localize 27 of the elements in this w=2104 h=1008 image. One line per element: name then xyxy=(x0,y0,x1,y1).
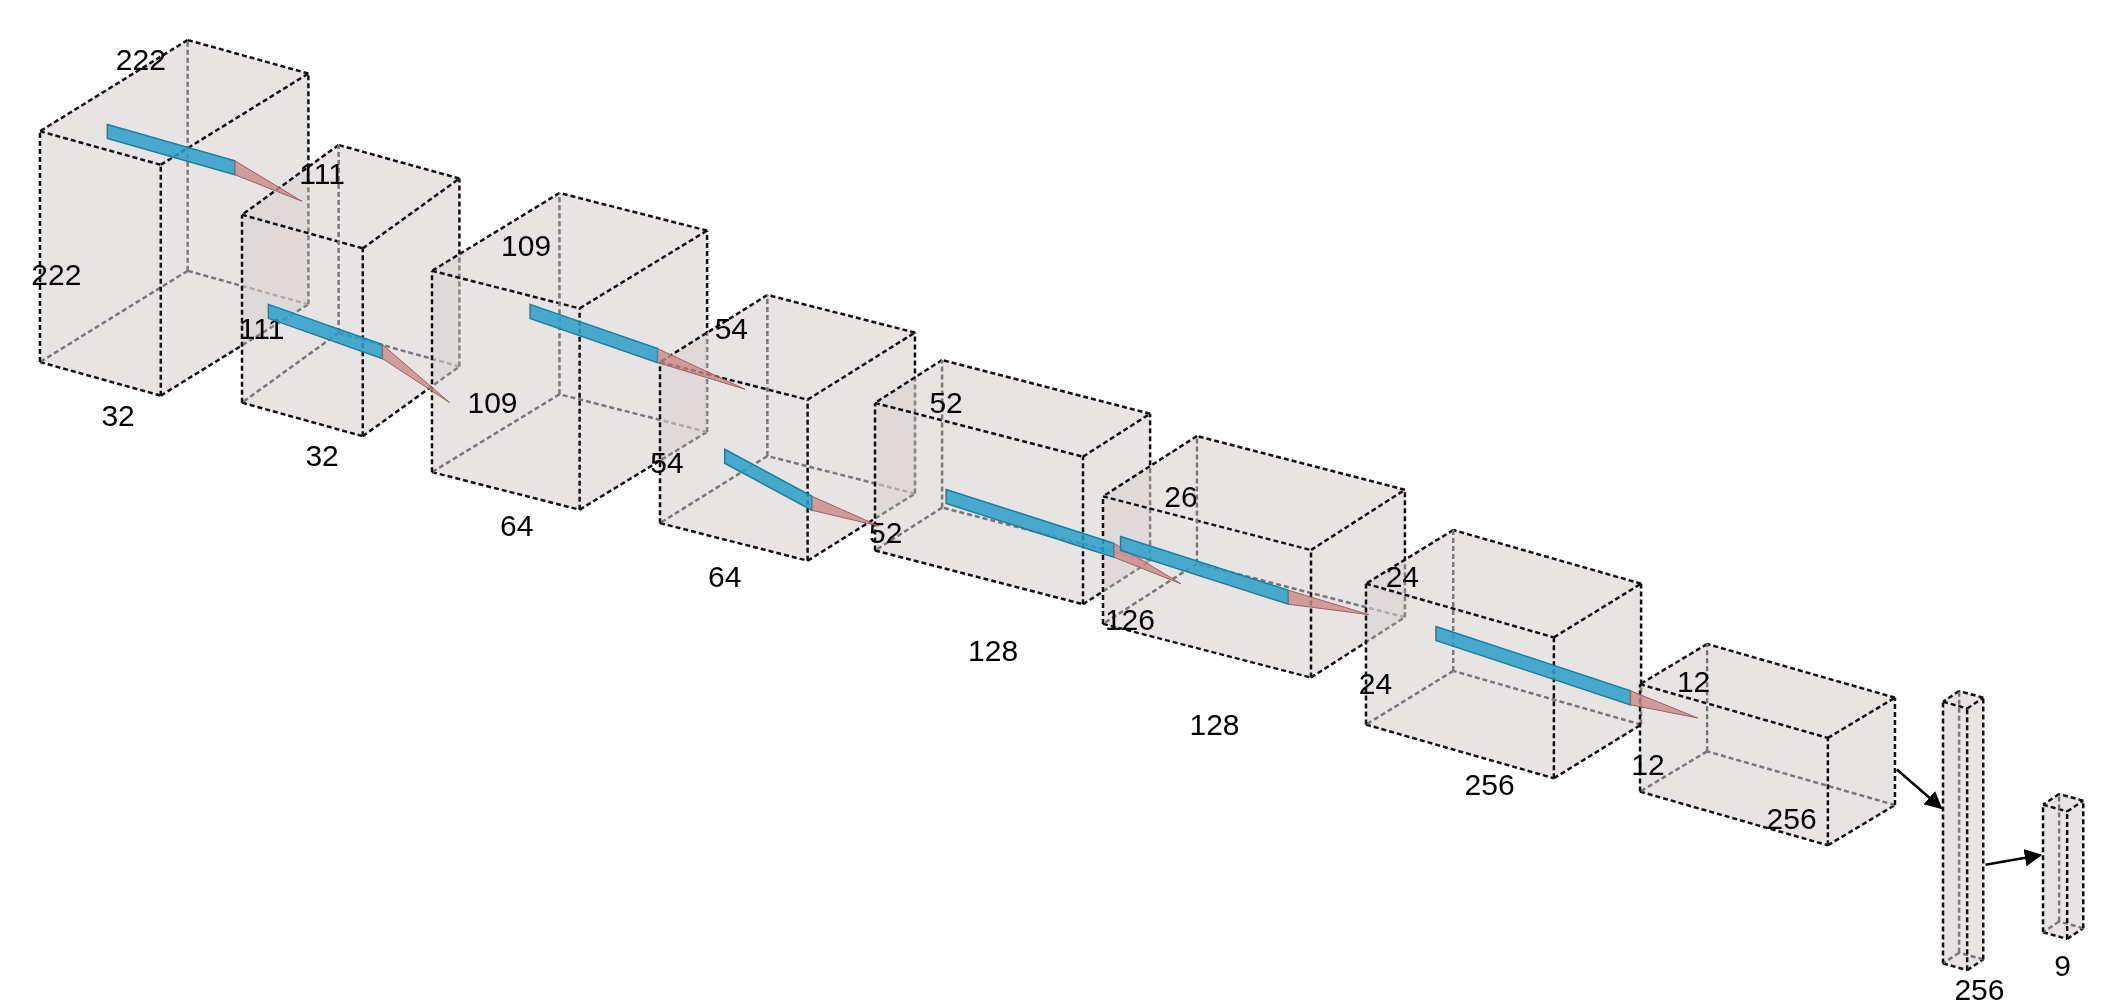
dimension-label: 9 xyxy=(2054,951,2071,982)
dimension-label: 54 xyxy=(650,448,684,478)
dimension-label: 111 xyxy=(238,313,285,344)
dimension-label: 64 xyxy=(707,562,742,593)
dimension-label: 256 xyxy=(1464,770,1515,801)
arrow xyxy=(1896,768,1943,810)
dimension-label: 128 xyxy=(1189,709,1240,740)
dimension-label: 54 xyxy=(714,313,749,344)
dimension-label: 126 xyxy=(1104,605,1155,635)
dimension-label: 64 xyxy=(499,511,534,542)
dimension-label: 52 xyxy=(869,517,903,548)
dimension-label: 256 xyxy=(1766,803,1817,834)
arrow xyxy=(1985,849,2043,867)
dimension-label: 256 xyxy=(1954,975,2005,1006)
dimension-label: 109 xyxy=(467,387,518,418)
dimension-label: 222 xyxy=(31,260,82,291)
dimension-label: 32 xyxy=(305,441,339,472)
dimension-label: 26 xyxy=(1164,481,1198,512)
dimension-label: 24 xyxy=(1358,669,1393,700)
dimension-label: 109 xyxy=(501,230,552,261)
dimension-label: 12 xyxy=(1676,666,1711,697)
dimension-label: 52 xyxy=(929,387,963,418)
dimension-label: 32 xyxy=(101,401,135,431)
dimension-label: 111 xyxy=(299,159,345,190)
dimension-label: 24 xyxy=(1385,562,1420,593)
dimension-label: 12 xyxy=(1631,749,1665,780)
dimension-label: 128 xyxy=(968,635,1019,666)
